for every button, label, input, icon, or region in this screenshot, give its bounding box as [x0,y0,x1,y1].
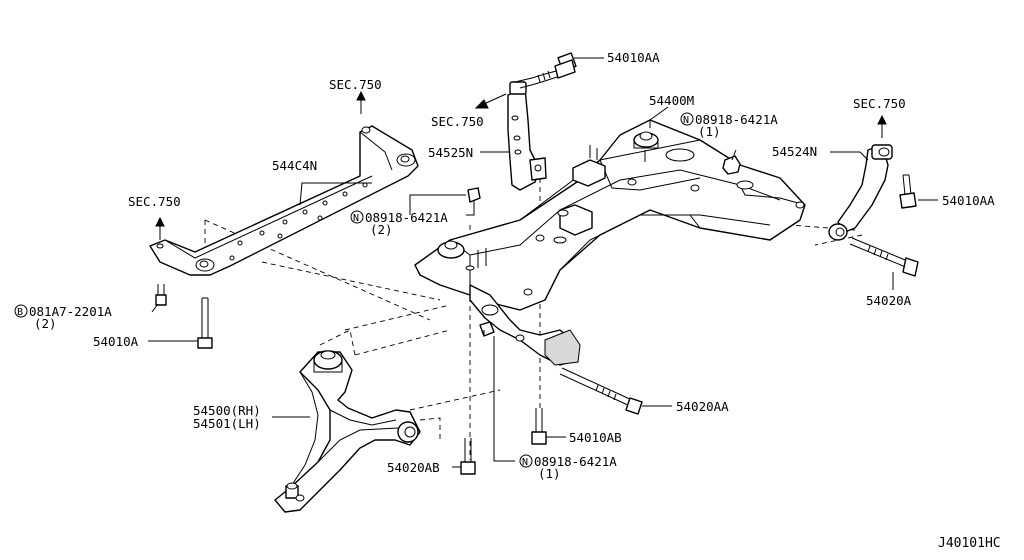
n-symbol-icon [350,210,364,224]
label-54010AA-right: 54010AA [942,193,995,208]
label-54020AB: 54020AB [387,460,440,475]
label-08918-6421A-lower: 08918-6421A [534,454,617,469]
label-54020AA: 54020AA [676,399,729,414]
label-544C4N: 544C4N [272,158,317,173]
label-08918-6421A-lower-qty: (1) [538,466,561,481]
n-symbol-letter: N [683,115,689,126]
label-08918-6421A-mid: 08918-6421A [365,210,448,225]
label-54010A: 54010A [93,334,139,349]
suspension-member-54400M [414,119,806,366]
label-54010AB: 54010AB [569,430,622,445]
b-symbol-letter: B [17,307,23,318]
arrow-up-icon [877,114,887,125]
label-54501-lh: 54501(LH) [193,416,261,431]
n-symbol-icon [519,454,533,468]
transverse-link-54500-54501 [274,350,421,513]
arrow-up-icon [155,216,165,227]
diagram-code: J40101HC [938,536,1001,551]
leader-lines [148,57,938,468]
n-symbol-letter: N [353,213,359,224]
arrow-up-icon [356,90,366,101]
label-sec750-right: SEC.750 [853,96,906,111]
fasteners [155,150,741,475]
bolt-081A7 [155,294,167,306]
label-081A7-2201A: 081A7-2201A [29,304,112,319]
label-sec750-mid: SEC.750 [431,114,484,129]
label-08918-6421A-mid-qty: (2) [370,222,393,237]
link-54525N [507,52,577,191]
label-54400M: 54400M [649,93,694,108]
label-54500-rh: 54500(RH) [193,403,261,418]
section-arrows [155,90,887,240]
label-54524N: 54524N [772,144,817,159]
link-54524N [828,144,919,277]
arrow-left-icon [474,99,489,109]
n-symbol-icon [680,112,694,126]
label-08918-6421A-upper: 08918-6421A [695,112,778,127]
label-sec750-left: SEC.750 [128,194,181,209]
part-labels: 54010AA 54400M N 08918-6421A (1) SEC.750… [14,50,1001,551]
front-brace-544C4N [149,125,419,276]
label-54020A: 54020A [866,293,912,308]
label-081A7-2201A-qty: (2) [34,316,57,331]
n-symbol-letter: N [522,457,528,468]
label-54010AA-top: 54010AA [607,50,660,65]
label-08918-6421A-upper-qty: (1) [698,124,721,139]
label-54525N: 54525N [428,145,473,160]
b-symbol-icon [14,304,28,318]
label-sec750-brace: SEC.750 [329,77,382,92]
